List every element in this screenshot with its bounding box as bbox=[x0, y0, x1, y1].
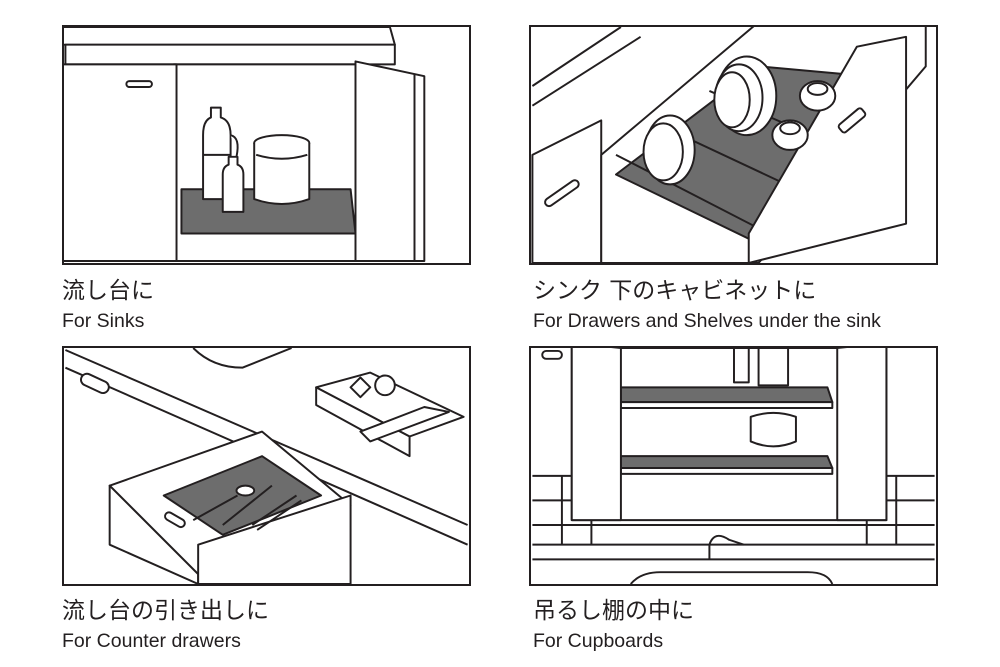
cupboard-illustration bbox=[529, 346, 938, 586]
panel-3-title-jp: 流し台の引き出しに bbox=[62, 598, 269, 624]
counter-drawer-illustration bbox=[62, 346, 471, 586]
sink-cabinet-illustration bbox=[62, 25, 471, 265]
panel-1-title-en: For Sinks bbox=[62, 310, 145, 332]
panel-4-title-en: For Cupboards bbox=[533, 630, 664, 652]
panel-4-title-jp: 吊るし棚の中に bbox=[533, 598, 694, 624]
drawer-plates-illustration bbox=[529, 25, 938, 265]
panel-2-title-jp: シンク 下のキャビネットに bbox=[533, 278, 817, 304]
panel-1-title-jp: 流し台に bbox=[62, 278, 154, 304]
panel-2-title-en: For Drawers and Shelves under the sink bbox=[533, 310, 881, 332]
panel-3-title-en: For Counter drawers bbox=[62, 630, 241, 652]
